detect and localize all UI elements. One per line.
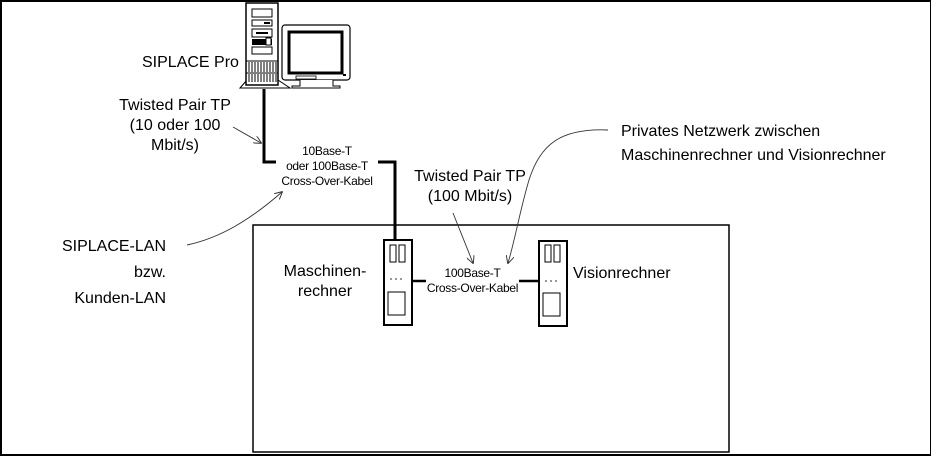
twisted-pair-lower-annotation: Twisted Pair TP (100 Mbit/s): [400, 167, 540, 207]
private-network-annotation: Privates Netzwerk zwischen Maschinenrech…: [621, 120, 886, 168]
siplace-pro-label: SIPLACE Pro: [142, 53, 239, 73]
maschinenrechner-device-icon: [384, 240, 412, 325]
maschinenrechner-label: Maschinen- rechner: [275, 262, 375, 302]
arrow-twisted-pair-lower: [453, 213, 473, 263]
upper-cable-line3: Cross-Over-Kabel: [272, 174, 382, 189]
upper-cable-label: 10Base-T oder 100Base-T Cross-Over-Kabel: [272, 144, 382, 189]
monitor-icon: [282, 25, 350, 88]
siplace-lan-line2: bzw.: [40, 260, 166, 286]
visionrechner-device-icon: [539, 241, 567, 326]
lower-cable-label: 100Base-T Cross-Over-Kabel: [420, 266, 525, 296]
arrow-siplace-lan: [187, 192, 282, 245]
maschinenrechner-line2: rechner: [275, 282, 375, 302]
visionrechner-label: Visionrechner: [573, 264, 671, 284]
siplace-lan-line1: SIPLACE-LAN: [40, 234, 166, 260]
twisted-pair-upper-line3: Mbit/s): [110, 136, 240, 156]
maschinenrechner-line1: Maschinen-: [275, 262, 375, 282]
siplace-lan-line3: Kunden-LAN: [40, 286, 166, 312]
twisted-pair-lower-line1: Twisted Pair TP: [400, 167, 540, 187]
twisted-pair-lower-line2: (100 Mbit/s): [400, 187, 540, 207]
siplace-lan-annotation: SIPLACE-LAN bzw. Kunden-LAN: [40, 234, 166, 312]
upper-cable-line1: 10Base-T: [272, 144, 382, 159]
machine-enclosure: [253, 225, 729, 452]
twisted-pair-upper-line2: (10 oder 100: [110, 116, 240, 136]
private-network-line2: Maschinenrechner und Visionrechner: [621, 144, 886, 168]
twisted-pair-upper-annotation: Twisted Pair TP (10 oder 100 Mbit/s): [110, 96, 240, 156]
twisted-pair-upper-line1: Twisted Pair TP: [110, 96, 240, 116]
lower-cable-line2: Cross-Over-Kabel: [420, 281, 525, 296]
private-network-line1: Privates Netzwerk zwischen: [621, 120, 886, 144]
lower-cable-line1: 100Base-T: [420, 266, 525, 281]
upper-cable-line2: oder 100Base-T: [272, 159, 382, 174]
